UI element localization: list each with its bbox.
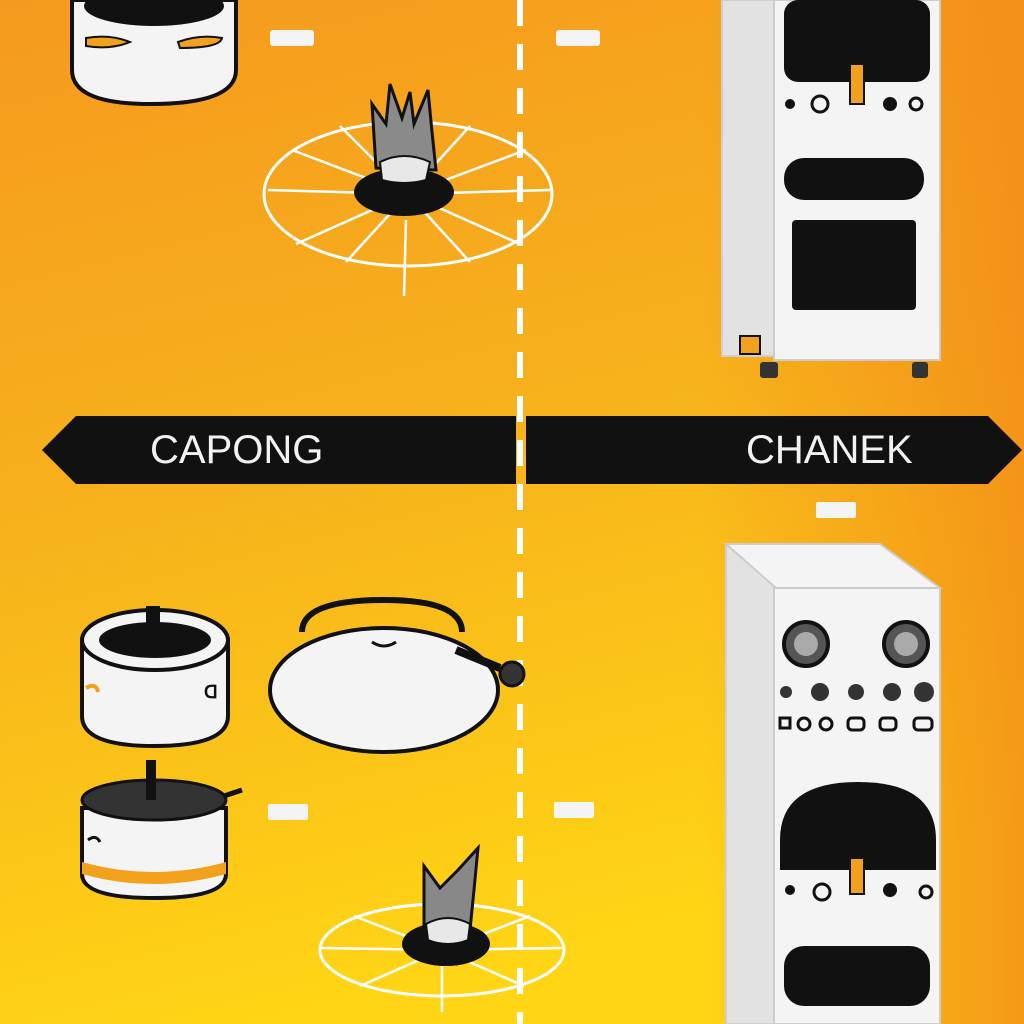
svg-text:ᗡ: ᗡ [204, 682, 218, 702]
saucepan-icon [80, 760, 243, 901]
banner-left-arrow [42, 416, 516, 484]
tag-bottom-1 [268, 804, 308, 820]
banner-right-arrow [526, 416, 1022, 484]
tag-bottom-2 [554, 802, 594, 818]
tag-top-1 [270, 30, 314, 46]
wall-oven-icon [723, 543, 944, 1024]
banner-label-right: CHANEK [746, 428, 913, 472]
tag-top-2 [556, 30, 600, 46]
burner-flame-icon-bottom [318, 843, 566, 1012]
range-oven-icon [721, 0, 941, 378]
banner-label-left: CAPONG [150, 428, 324, 472]
burner-flame-icon [262, 83, 554, 297]
tag-mid-right [816, 502, 856, 518]
rice-cooker-icon [70, 0, 238, 107]
stock-pot-icon: ᗡ [80, 606, 230, 749]
frying-pan-icon [268, 596, 526, 754]
